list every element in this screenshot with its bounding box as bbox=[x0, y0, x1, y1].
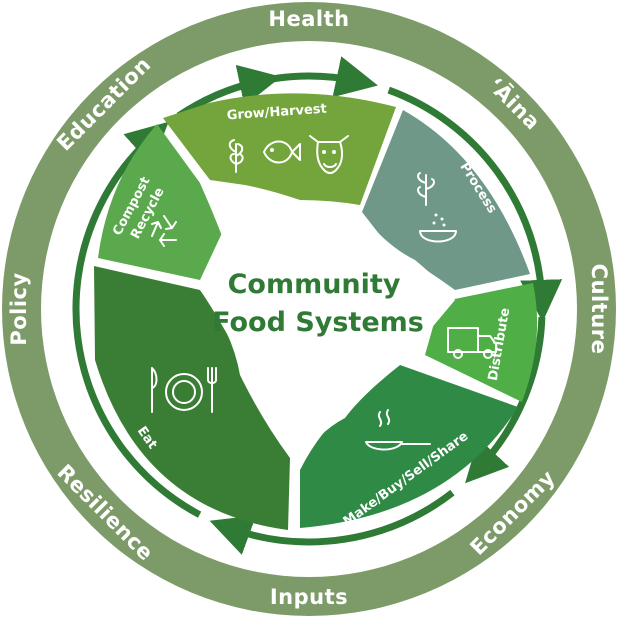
process-wedge bbox=[362, 110, 530, 290]
cycle-arrow bbox=[72, 121, 202, 518]
cycle-arrow bbox=[209, 489, 455, 555]
herb-sieve-icon bbox=[417, 172, 457, 243]
cycle-arrow bbox=[387, 86, 563, 322]
fish-icon bbox=[263, 140, 301, 164]
health-label: Health bbox=[268, 7, 349, 31]
segment-compost-recycle bbox=[98, 124, 222, 280]
policy-label: Policy bbox=[7, 272, 31, 345]
grow-harvest-label: Grow/Harvest bbox=[226, 102, 327, 124]
frying-pan-icon bbox=[365, 409, 431, 451]
culture-label: Culture bbox=[587, 264, 611, 355]
inputs-label: Inputs bbox=[270, 585, 348, 609]
plant-icon bbox=[228, 139, 244, 173]
segment-grow-harvest bbox=[163, 93, 396, 205]
segment-process bbox=[362, 110, 530, 290]
grow-harvest-wedge bbox=[163, 93, 396, 205]
center-title-line2: Food Systems bbox=[212, 307, 424, 338]
truck-icon bbox=[447, 327, 497, 359]
center-title-line1: Community bbox=[228, 269, 401, 300]
recycle-icon bbox=[151, 215, 177, 247]
plate-utensils-icon bbox=[151, 367, 217, 413]
cycle-arrow bbox=[465, 316, 546, 484]
distribute-wedge bbox=[425, 283, 538, 402]
eat-wedge bbox=[94, 266, 290, 530]
cow-icon bbox=[309, 135, 349, 174]
center-island-shape bbox=[200, 183, 455, 462]
segment-eat bbox=[94, 266, 290, 530]
compost-recycle-wedge bbox=[98, 124, 222, 280]
segment-distribute bbox=[425, 283, 538, 402]
